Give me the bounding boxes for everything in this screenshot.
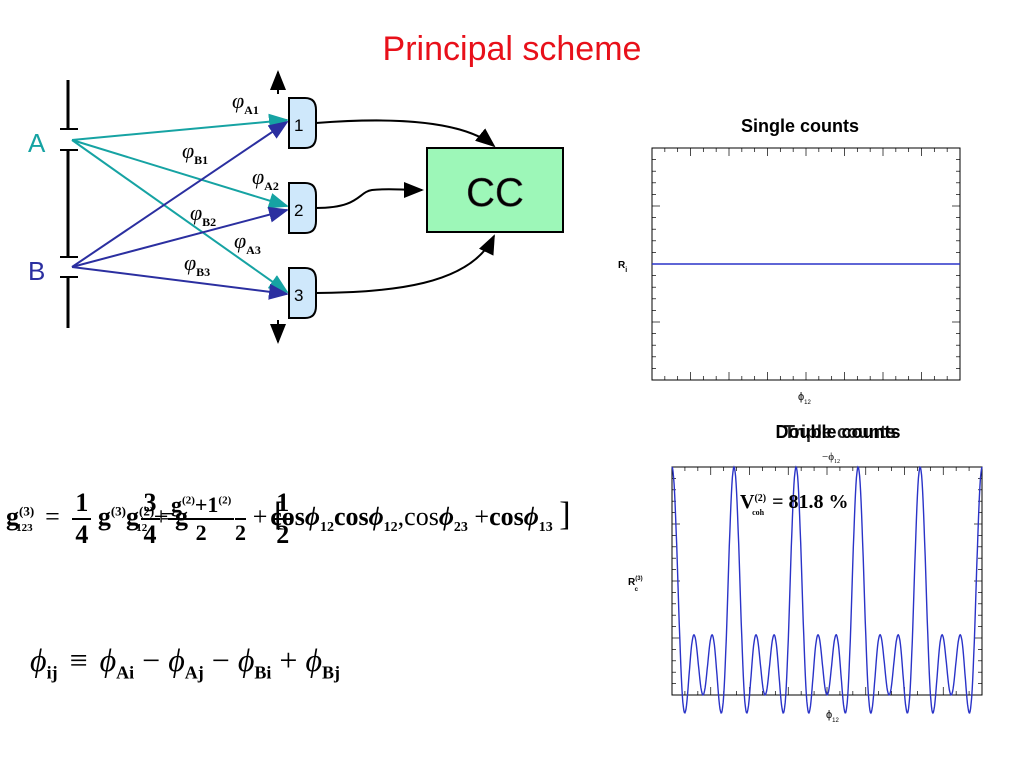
phase-label-a2: φA2 [252,164,279,193]
double-counts-title: Double counts [776,422,901,442]
page-title: Principal scheme [382,30,642,68]
coincidence-counter: CC [426,147,564,233]
triple-subtitle: −ϕ12 [822,451,840,465]
overlap-fraction-a: g(2)+1(2)2 [168,492,235,546]
single-x-axis-label: ϕ12 [798,391,812,406]
source-aperture [60,80,78,328]
visibility-annotation: V(2)coh= 81.8 % [740,491,849,517]
paths-from-b [71,120,289,300]
single-counts-plot [651,147,961,381]
triple-counts-plot [671,465,983,715]
single-counts-panel: Single counts Ri ϕ12 [618,116,961,406]
phase-label-a3: φA3 [234,228,261,257]
detector-1-label: 1 [294,116,303,135]
triple-counts-panel: Double counts Triple counts −ϕ12 R(3)c ϕ… [628,422,983,724]
phase-label-a1: φA1 [232,88,259,117]
detector-3-label: 3 [294,286,303,305]
source-b-label: B [28,256,45,286]
triple-y-axis-label: R(3)c [628,576,643,593]
paths-from-a [71,113,289,294]
single-y-axis-label: Ri [618,260,627,274]
triple-counts-title: Triple counts [784,422,896,442]
phase-label-b1: φB1 [182,138,208,167]
source-a-label: A [28,128,46,158]
detector-2: 2 [288,182,317,234]
triple-counts-line [671,465,983,715]
detector-1: 1 [288,97,317,149]
principal-scheme-diagram: A B φA1 φB1 φA2 φB2 φA3 φB3 1 2 3 [28,70,564,344]
single-counts-title: Single counts [741,116,859,136]
phase-label-b3: φB3 [184,250,210,279]
coincidence-counter-label: CC [466,171,524,215]
detector-3: 3 [288,267,317,319]
phase-label-b2: φB2 [190,200,216,229]
overlap-fraction-b: 2 [234,492,247,546]
triple-x-axis-label: ϕ12 [826,709,840,724]
g3-123: g(3)123 [6,501,35,535]
phase-definition-formula: ϕij ≡ ϕAi − ϕAj − ϕBi + ϕBj [30,642,341,683]
detector-2-label: 2 [294,201,303,220]
signal-lines [315,119,496,294]
